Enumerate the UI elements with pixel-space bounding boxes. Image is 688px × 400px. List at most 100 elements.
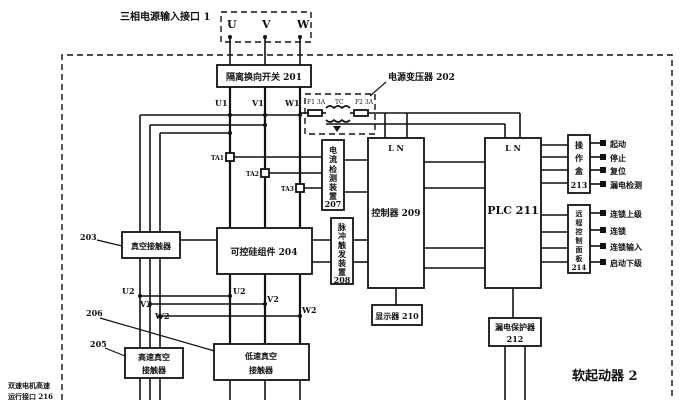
- remote-panel-char: 板: [576, 254, 584, 263]
- leak-protector-box: [488, 317, 542, 347]
- remote-3-label: 连锁输入: [610, 242, 642, 252]
- w1-label: W1: [284, 98, 300, 108]
- terminal: [600, 259, 606, 265]
- junction-dot: [298, 113, 302, 117]
- junction-dot: [263, 113, 267, 117]
- vacuum-contactor-label: 真空接触器: [131, 241, 172, 251]
- fuse-f2: [353, 109, 369, 117]
- pulse-trigger-char: 冲: [338, 231, 346, 241]
- plc-ln-label: L N: [505, 143, 521, 153]
- tc-label: TC: [335, 99, 344, 106]
- remote-panel-box: [567, 204, 591, 274]
- terminal: [600, 167, 606, 173]
- pulse-trigger-char: 脉: [337, 222, 347, 232]
- leak-protector-number: 212: [507, 334, 524, 344]
- v2-label: V2: [139, 299, 152, 309]
- terminal: [600, 210, 606, 216]
- terminal: [600, 243, 606, 249]
- pointer-206: [99, 317, 219, 353]
- current-detect-char: 207: [325, 199, 342, 209]
- pointer-205: [104, 347, 126, 357]
- ta2-symbol: [260, 168, 270, 178]
- w2-label-right: W2: [301, 305, 317, 315]
- operation-box-char: 213: [571, 180, 588, 190]
- ground-symbol: [333, 126, 341, 132]
- power-port-label: 三相电源输入接口 1: [120, 10, 210, 23]
- power-port-box: [220, 11, 312, 43]
- remote-4-label: 启动下级: [610, 258, 643, 268]
- dual-motor-label-line2: 运行接口 216: [8, 392, 53, 400]
- operation-outputs: [590, 140, 606, 187]
- u1-label: U1: [215, 98, 228, 108]
- operation-box-char: 盒: [574, 166, 584, 176]
- current-detect-char: 检: [329, 164, 337, 174]
- label-203: 203: [80, 232, 97, 242]
- transformer-coil-top: [325, 105, 351, 110]
- high-speed-contactor-line2: 接触器: [142, 365, 167, 375]
- remote-panel-char: 远: [576, 209, 584, 218]
- current-detect-box: [321, 139, 345, 211]
- ta3-label: TA3: [281, 186, 294, 193]
- low-speed-contactor-line2: 接触器: [249, 365, 274, 375]
- leak-protector-label: 漏电保护器: [495, 322, 536, 332]
- terminal: [600, 154, 606, 160]
- transformer-pointer: [369, 81, 387, 97]
- ta2-label: TA2: [246, 171, 259, 178]
- controller-label: 控制器 209: [372, 207, 421, 219]
- current-detect-char: 电: [329, 145, 337, 155]
- ta3-symbol: [295, 183, 305, 193]
- controller-ln-label: L N: [388, 143, 404, 153]
- terminal: [600, 140, 606, 146]
- junction-dot: [228, 131, 232, 135]
- junction-dot: [228, 113, 232, 117]
- remote-outputs: [590, 210, 606, 265]
- remote-panel-char: 控: [576, 227, 583, 236]
- current-detect-char: 测: [329, 173, 337, 183]
- ta1-label: TA1: [211, 155, 224, 162]
- junction-dot: [298, 314, 302, 318]
- v1-label: V1: [251, 98, 264, 108]
- pulse-trigger-char: 置: [338, 267, 346, 277]
- remote-2-label: 连锁: [610, 226, 626, 236]
- current-detect-char: 流: [329, 154, 337, 164]
- remote-panel-char: 214: [572, 263, 587, 272]
- pulse-trigger-box: [330, 217, 354, 285]
- controller-box: [367, 137, 425, 289]
- plc-label: PLC 211: [487, 204, 539, 217]
- soft-starter-label: 软起动器 2: [572, 368, 638, 384]
- op-leak-label: 漏电检测: [610, 180, 642, 190]
- pulse-trigger-char: 208: [334, 275, 351, 285]
- remote-panel-char: 制: [576, 236, 583, 245]
- plc-box: [484, 137, 542, 289]
- dual-motor-label-line1: 双速电机高速: [8, 381, 50, 390]
- label-205: 205: [90, 339, 107, 349]
- pulse-trigger-char: 发: [337, 249, 347, 259]
- op-stop-label: 停止: [610, 153, 626, 163]
- transformer-box: [304, 93, 376, 135]
- phase-u-label: U: [227, 18, 237, 31]
- fuse-f1: [307, 109, 323, 117]
- ta1-symbol: [225, 152, 235, 162]
- remote-panel-char: 面: [576, 245, 583, 254]
- pulse-trigger-char: 触: [338, 240, 346, 250]
- thyristor-label: 可控硅组件 204: [231, 246, 298, 258]
- transformer-label: 电源变压器 202: [388, 71, 455, 83]
- vacuum-contactor-box: [121, 231, 181, 259]
- operation-box: [567, 134, 591, 194]
- terminal: [600, 181, 606, 187]
- op-start-label: 起动: [609, 139, 626, 149]
- junction-dot: [263, 123, 267, 127]
- high-speed-contactor-box: [124, 347, 184, 379]
- v2-label-right: V2: [266, 294, 279, 304]
- current-detect-char: 装: [328, 182, 337, 192]
- operation-box-char: 操: [575, 140, 584, 150]
- low-speed-contactor-box: [213, 343, 310, 381]
- soft-starter-frame: [61, 54, 673, 400]
- current-detect-char: 置: [329, 191, 337, 201]
- phase-w-label: W: [296, 18, 310, 31]
- display-label: 显示器 210: [375, 311, 419, 321]
- isolation-switch-label: 隔离换向开关 201: [226, 71, 302, 83]
- junction-dot: [228, 294, 232, 298]
- remote-panel-char: 程: [576, 218, 583, 227]
- pointer-203: [96, 239, 123, 247]
